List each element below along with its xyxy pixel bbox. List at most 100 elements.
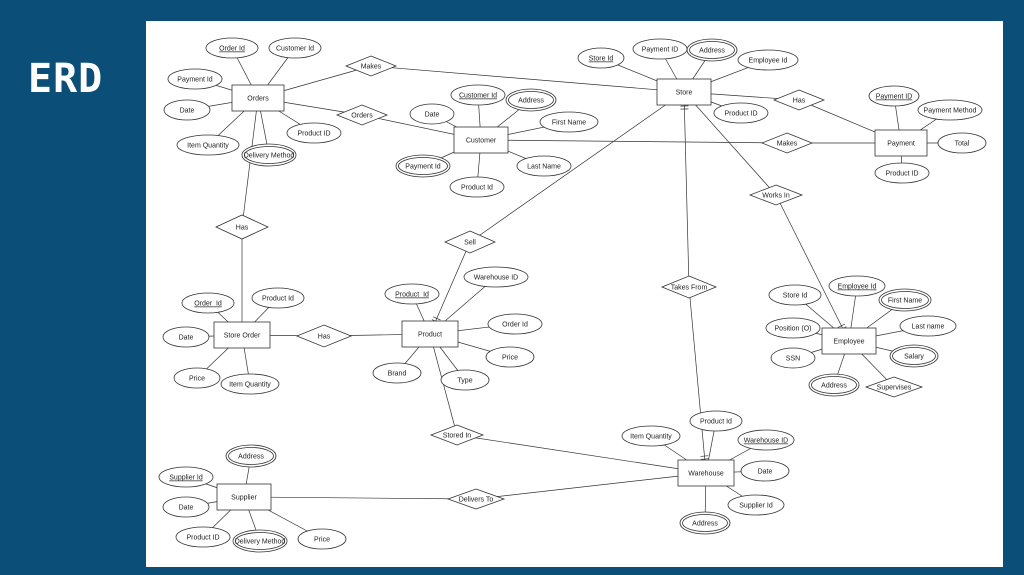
attribute-a-address-cust[interactable]: Address bbox=[505, 88, 557, 112]
entity-label: Warehouse bbox=[688, 471, 724, 478]
entity-orders[interactable]: Orders bbox=[231, 84, 285, 112]
attribute-a-product-id-so[interactable]: Product Id bbox=[251, 287, 305, 309]
attribute-label: Payment ID bbox=[876, 94, 913, 101]
attribute-a-address-sup[interactable]: Address bbox=[225, 444, 277, 468]
attribute-a-payment-method[interactable]: Payment Method bbox=[917, 99, 983, 121]
relationship-works-in[interactable]: Works In bbox=[748, 184, 804, 206]
relationship-stored-in[interactable]: Stored In bbox=[429, 424, 485, 446]
attribute-a-product-id-store[interactable]: Product ID bbox=[713, 102, 769, 124]
attribute-a-supplier-id-wh[interactable]: Supplier Id bbox=[727, 494, 785, 516]
attribute-ellipse bbox=[176, 134, 240, 156]
attribute-a-payment-id-cust[interactable]: Payment Id bbox=[395, 154, 451, 178]
attribute-a-delivery1[interactable]: Delivery Method bbox=[241, 143, 297, 167]
attribute-label: Payment Id bbox=[405, 164, 441, 171]
attribute-ellipse bbox=[768, 284, 822, 306]
relationship-has-store-payment[interactable]: Has bbox=[772, 89, 826, 111]
attribute-ellipse bbox=[737, 49, 799, 71]
attribute-a-first-name-cust[interactable]: First Name bbox=[539, 111, 599, 133]
relationship-makes1[interactable]: Makes bbox=[344, 55, 398, 77]
relationship-orders-rel[interactable]: Orders bbox=[335, 104, 389, 126]
relationship-supervises[interactable]: Supervises bbox=[864, 376, 924, 398]
attribute-a-date-wh[interactable]: Date bbox=[740, 460, 790, 482]
attribute-a-last-name-emp[interactable]: Last name bbox=[899, 315, 957, 337]
entity-payment[interactable]: Payment bbox=[874, 129, 928, 157]
relationship-label: Has bbox=[793, 98, 806, 105]
attribute-a-product-id-wh[interactable]: Product Id bbox=[689, 410, 743, 432]
attribute-a-address-emp[interactable]: Address bbox=[808, 373, 860, 397]
attribute-a-date-so[interactable]: Date bbox=[162, 326, 210, 348]
attribute-a-warehouse-id-prod[interactable]: Warehouse ID bbox=[463, 266, 529, 288]
entity-label: Customer bbox=[466, 138, 497, 145]
attribute-a-address-wh[interactable]: Address bbox=[679, 511, 731, 535]
relationship-has-store-order[interactable]: Has bbox=[295, 324, 353, 348]
entity-employee[interactable]: Employee bbox=[821, 327, 877, 355]
attribute-a-product-id-sup[interactable]: Product ID bbox=[175, 526, 231, 548]
attribute-a-customer-id-key[interactable]: Customer Id bbox=[450, 84, 506, 106]
attribute-a-store-id-emp[interactable]: Store Id bbox=[768, 284, 822, 306]
attribute-a-delivery-sup[interactable]: Delivery Method bbox=[232, 529, 288, 553]
attribute-a-supplier-id-key[interactable]: Supplier Id bbox=[158, 466, 214, 488]
attribute-a-item-qty1[interactable]: Item Quantity bbox=[176, 134, 240, 156]
attribute-label: Type bbox=[457, 378, 472, 385]
attribute-a-last-name-cust[interactable]: Last Name bbox=[516, 155, 572, 177]
attribute-ellipse bbox=[384, 283, 440, 305]
relationship-makes2[interactable]: Makes bbox=[760, 132, 814, 154]
entity-customer[interactable]: Customer bbox=[453, 126, 509, 154]
connector-line bbox=[775, 194, 850, 342]
entity-label: Product bbox=[418, 332, 442, 339]
entity-store[interactable]: Store bbox=[656, 78, 712, 106]
attribute-inner-ellipse bbox=[892, 347, 936, 365]
attribute-a-type[interactable]: Type bbox=[440, 369, 490, 391]
attribute-a-item-qty-wh[interactable]: Item Quantity bbox=[621, 425, 681, 447]
attribute-a-date1[interactable]: Date bbox=[163, 99, 211, 121]
attribute-a-customer-id[interactable]: Customer Id bbox=[268, 37, 322, 59]
attribute-a-price-so[interactable]: Price bbox=[173, 367, 221, 389]
attribute-a-warehouse-id-key[interactable]: Warehouse ID bbox=[737, 429, 795, 451]
entity-warehouse[interactable]: Warehouse bbox=[677, 459, 735, 487]
attribute-ellipse bbox=[220, 373, 280, 395]
attribute-a-ssn[interactable]: SSN bbox=[770, 347, 816, 369]
attribute-a-payment-id1[interactable]: Payment Id bbox=[167, 68, 223, 90]
attribute-a-employee-id-key[interactable]: Employee Id bbox=[828, 275, 886, 297]
attribute-inner-ellipse bbox=[244, 146, 294, 164]
attribute-a-address-store[interactable]: Address bbox=[686, 38, 738, 62]
entity-product[interactable]: Product bbox=[401, 320, 459, 348]
attribute-a-product-id-key[interactable]: Product_Id bbox=[384, 283, 440, 305]
attribute-a-date-cust[interactable]: Date bbox=[409, 103, 455, 125]
connector-line bbox=[456, 434, 707, 474]
attribute-a-date-sup[interactable]: Date bbox=[162, 496, 210, 518]
attribute-a-first-name-emp[interactable]: First Name bbox=[878, 288, 932, 312]
attribute-a-product-id1[interactable]: Product ID bbox=[286, 122, 342, 144]
attribute-a-payment-id-key[interactable]: Payment ID bbox=[868, 85, 920, 107]
attribute-a-price-prod[interactable]: Price bbox=[485, 346, 535, 368]
attribute-a-product-id-cust[interactable]: Product Id bbox=[449, 176, 505, 198]
attribute-a-salary[interactable]: Salary bbox=[889, 344, 939, 368]
attribute-label: Address bbox=[699, 48, 725, 55]
attribute-a-item-qty-so[interactable]: Item Quantity bbox=[220, 373, 280, 395]
attribute-a-order-id-so[interactable]: Order_Id bbox=[181, 292, 235, 314]
attribute-label: Order_Id bbox=[194, 301, 222, 308]
attribute-a-price-sup[interactable]: Price bbox=[297, 528, 347, 550]
attribute-a-total[interactable]: Total bbox=[937, 132, 987, 154]
entity-supplier[interactable]: Supplier bbox=[216, 483, 272, 511]
attribute-a-product-id-pay[interactable]: Product ID bbox=[874, 162, 930, 184]
entity-store-order[interactable]: Store Order bbox=[213, 321, 271, 349]
attribute-a-order-id[interactable]: Order Id bbox=[205, 37, 259, 59]
attribute-a-order-id-prod[interactable]: Order Id bbox=[487, 313, 543, 335]
relationship-takes-from[interactable]: Takes From bbox=[660, 275, 718, 299]
entity-box bbox=[453, 126, 509, 154]
attribute-ellipse bbox=[689, 410, 743, 432]
attribute-label: Address bbox=[238, 454, 264, 461]
relationship-delivers-to[interactable]: Delivers To bbox=[446, 488, 506, 510]
attribute-label: Product ID bbox=[885, 171, 918, 178]
relationship-sell[interactable]: Sell bbox=[444, 230, 496, 254]
relationship-diamond bbox=[446, 488, 506, 510]
relationship-has-orders[interactable]: Has bbox=[215, 214, 269, 240]
attribute-a-store-id[interactable]: Store Id bbox=[577, 47, 625, 69]
attribute-a-payment-id-store[interactable]: Payment ID bbox=[632, 38, 688, 60]
attribute-a-employee-id-store[interactable]: Employee Id bbox=[737, 49, 799, 71]
attribute-ellipse bbox=[937, 132, 987, 154]
attribute-a-position[interactable]: Position (O) bbox=[765, 317, 821, 339]
attribute-a-brand[interactable]: Brand bbox=[372, 362, 422, 384]
